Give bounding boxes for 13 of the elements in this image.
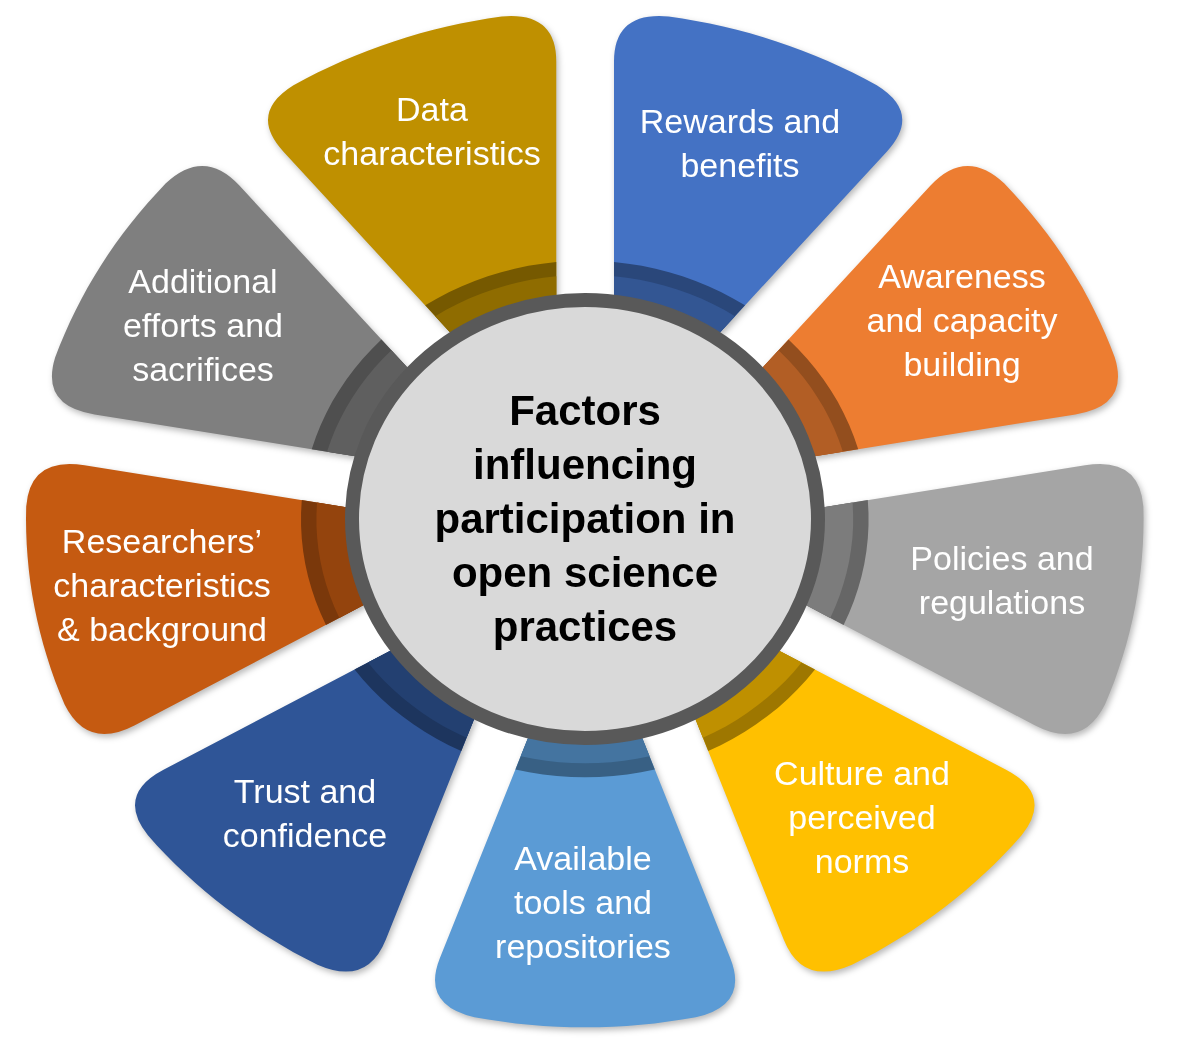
petal-label: Additional efforts and sacrifices	[122, 261, 284, 390]
petal-segment	[135, 649, 476, 972]
petal-segment	[694, 649, 1035, 972]
petal-label: Available tools and repositories	[494, 838, 672, 967]
petal-label: Trust and confidence	[222, 771, 388, 856]
petal-label: Awareness and capacity building	[866, 256, 1058, 385]
petal-label: Policies and regulations	[909, 538, 1095, 623]
petal-label: Culture and perceived norms	[773, 753, 951, 882]
petal-label: Researchers’ characteristics & background	[52, 521, 272, 650]
petal-label: Rewards and benefits	[639, 101, 841, 186]
hub-circle	[345, 293, 825, 745]
hub-title: Factors influencing participation in open science practices	[433, 386, 737, 652]
petal-label: Data characteristics	[322, 89, 542, 174]
